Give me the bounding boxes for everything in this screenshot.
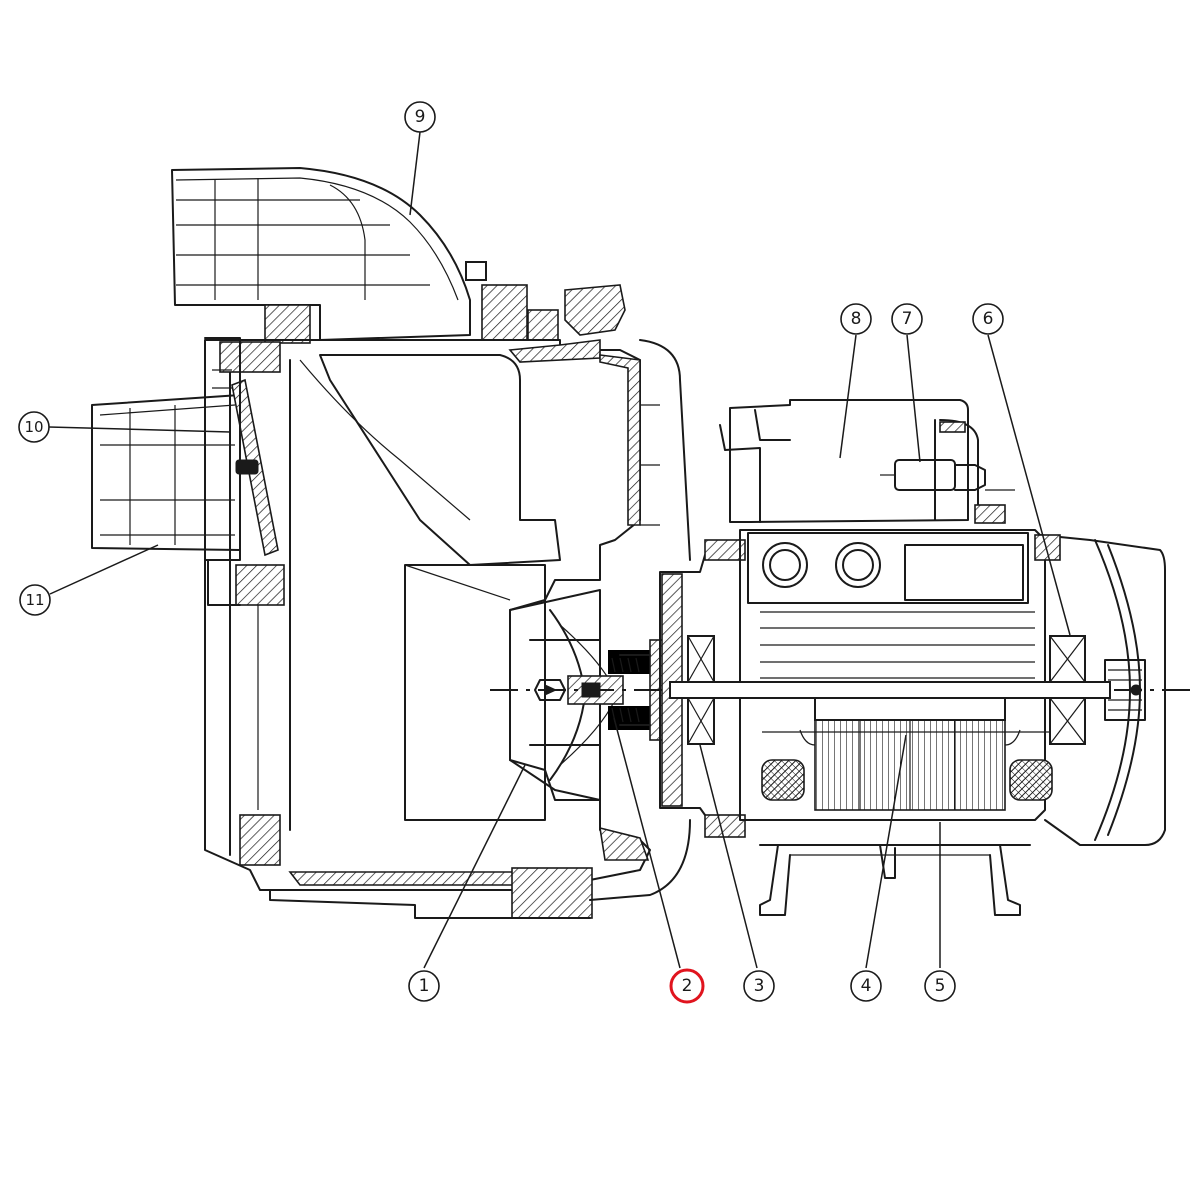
callout-1: 1 [408, 970, 440, 1002]
pump-body [171, 167, 691, 919]
callout-6: 6 [972, 303, 1004, 335]
callout-9: 9 [404, 101, 436, 133]
callout-10: 10 [18, 411, 50, 443]
callout-5-label: 5 [935, 976, 946, 996]
callout-11-label: 11 [25, 591, 44, 609]
callout-8: 8 [840, 303, 872, 335]
callout-4-label: 4 [861, 976, 872, 996]
inlet-assembly [91, 337, 279, 606]
callout-1-label: 1 [419, 976, 430, 996]
callout-10-label: 10 [24, 418, 43, 436]
callout-5: 5 [924, 970, 956, 1002]
callout-2: 2 [669, 968, 705, 1004]
callout-4: 4 [850, 970, 882, 1002]
callout-7-label: 7 [902, 309, 913, 329]
callout-11: 11 [19, 584, 51, 616]
callout-3-label: 3 [754, 976, 765, 996]
leader-lines [48, 131, 1071, 969]
callout-8-label: 8 [851, 309, 862, 329]
callout-7: 7 [891, 303, 923, 335]
callout-2-label: 2 [682, 976, 693, 996]
motor [719, 399, 1166, 916]
callouts: 1 2 3 4 5 6 7 8 [18, 101, 1004, 1004]
callout-9-label: 9 [415, 107, 426, 127]
motor-shaft [669, 681, 1111, 699]
callout-3: 3 [743, 970, 775, 1002]
callout-6-label: 6 [983, 309, 994, 329]
